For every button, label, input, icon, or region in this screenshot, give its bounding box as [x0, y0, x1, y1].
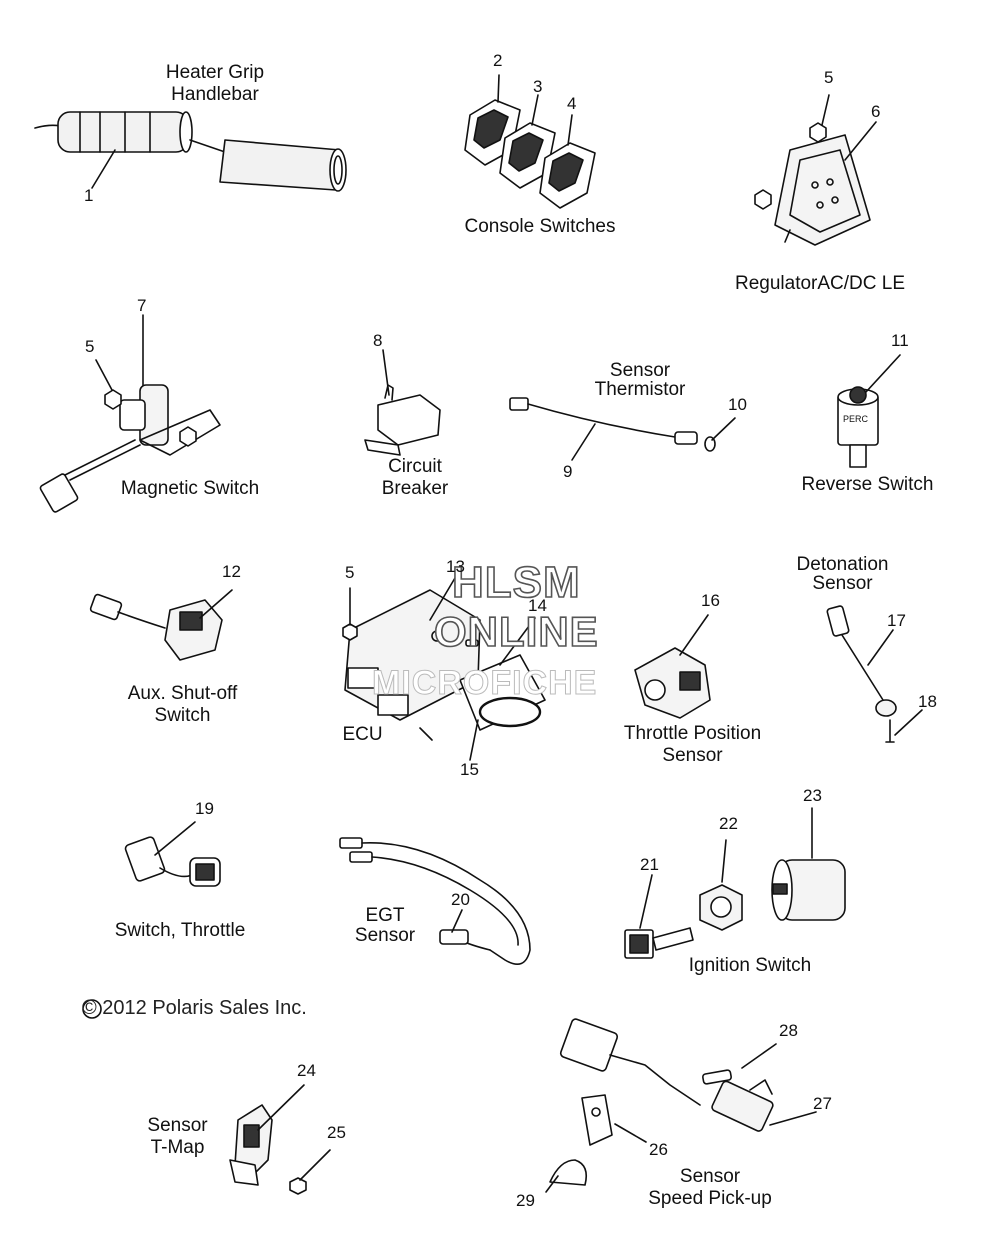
magnetic-switch-icon: [39, 384, 221, 513]
part-number-12: 12: [222, 562, 241, 581]
speed-pickup-icon: [549, 1018, 774, 1186]
part-number-25: 25: [327, 1123, 346, 1142]
watermark-line-1: HLSM: [451, 557, 581, 608]
label-throttle-position: Throttle Position Sensor: [605, 723, 780, 767]
label-switch-throttle: Switch, Throttle: [114, 920, 246, 941]
copyright-text: © 2012 Polaris Sales Inc.: [82, 997, 307, 1019]
label-sensor-thermistor-line2: Thermistor: [594, 379, 686, 400]
detonation-sensor-icon: [826, 605, 897, 743]
label-ignition-switch: Ignition Switch: [688, 955, 812, 976]
tmap-sensor-icon: [229, 1104, 307, 1195]
part-number-8: 8: [373, 331, 383, 350]
part-number-24: 24: [297, 1061, 316, 1080]
part-number-28: 28: [779, 1021, 798, 1040]
label-regulator: RegulatorAC/DC LE: [734, 273, 906, 294]
console-switch-icon: [464, 99, 596, 209]
part-number-15: 15: [460, 760, 479, 779]
label-detonation-sensor-line2: Sensor: [812, 573, 873, 594]
part-number-14: 14: [528, 596, 547, 615]
part-number-26: 26: [649, 1140, 668, 1159]
circuit-breaker-icon: [364, 384, 441, 456]
part-number-18: 18: [918, 692, 937, 711]
label-heater-grip-line1: Heater Grip: [165, 62, 265, 83]
part-number-29: 29: [516, 1191, 535, 1210]
part-number-27: 27: [813, 1094, 832, 1113]
part-number-20: 20: [451, 890, 470, 909]
label-sensor-tmap-line1: Sensor: [147, 1115, 208, 1136]
part-number-1: 1: [84, 186, 94, 205]
part-number-13: 13: [446, 557, 465, 576]
label-sensor-thermistor-line1: Sensor: [609, 360, 671, 381]
watermark-line-2: ONLINE: [433, 607, 599, 656]
label-detonation-sensor: Detonation Sensor: [775, 555, 910, 593]
part-number-22: 22: [719, 814, 738, 833]
label-circuit-breaker-line2: Breaker: [381, 478, 449, 499]
part-number-5c: 5: [345, 563, 355, 582]
label-heater-grip-line2: Handlebar: [171, 84, 259, 105]
egt-sensor-icon: [339, 837, 531, 966]
part-number-2: 2: [493, 51, 503, 70]
label-console-switches: Console Switches: [464, 216, 616, 237]
switch-throttle-icon: [124, 836, 221, 887]
label-speed-pickup-line1: Sensor: [679, 1166, 741, 1187]
thermistor-icon: [509, 397, 716, 452]
label-egt-sensor-line1: EGT: [365, 905, 405, 926]
regulator-icon: [754, 122, 871, 246]
label-sensor-tmap: Sensor T-Map: [130, 1115, 225, 1159]
label-egt-sensor-line2: Sensor: [354, 925, 416, 946]
copyright-mark: [82, 999, 102, 1019]
part-number-5a: 5: [824, 68, 834, 87]
reverse-switch-icon: [837, 386, 879, 468]
perc-tag: PERC: [843, 414, 869, 424]
label-throttle-position-line2: Sensor: [662, 745, 723, 766]
part-number-4: 4: [567, 94, 577, 113]
part-number-21: 21: [640, 855, 659, 874]
label-magnetic-switch: Magnetic Switch: [120, 478, 260, 499]
heater-grip-icon: [34, 111, 347, 192]
label-egt-sensor: EGT Sensor: [345, 906, 425, 946]
label-aux-shutoff-line1: Aux. Shut-off: [127, 683, 238, 704]
ignition-switch-icon: [624, 859, 846, 959]
label-speed-pickup-line2: Speed Pick-up: [648, 1188, 772, 1209]
label-circuit-breaker: Circuit Breaker: [355, 456, 475, 500]
label-circuit-breaker-line1: Circuit: [388, 456, 442, 477]
label-sensor-thermistor: Sensor Thermistor: [570, 361, 710, 399]
part-number-10: 10: [728, 395, 747, 414]
label-throttle-position-line1: Throttle Position: [623, 723, 762, 744]
watermark-line-3: MICROFICHE: [371, 664, 598, 703]
part-number-16: 16: [701, 591, 720, 610]
label-speed-pickup: Sensor Speed Pick-up: [630, 1166, 790, 1210]
part-number-17: 17: [887, 611, 906, 630]
label-aux-shutoff: Aux. Shut-off Switch: [105, 683, 260, 727]
part-number-5b: 5: [85, 337, 95, 356]
part-number-7: 7: [137, 296, 147, 315]
part-number-3: 3: [533, 77, 543, 96]
label-ecu: ECU: [342, 724, 383, 745]
label-aux-shutoff-line2: Switch: [154, 705, 211, 726]
part-number-9: 9: [563, 462, 573, 481]
part-number-23: 23: [803, 786, 822, 805]
label-detonation-sensor-line1: Detonation: [796, 554, 889, 575]
ecu-icon: [342, 589, 546, 741]
aux-shutoff-icon: [89, 593, 223, 661]
part-number-6: 6: [871, 102, 881, 121]
label-heater-grip: Heater Grip Handlebar: [130, 62, 300, 106]
throttle-position-sensor-icon: [634, 647, 711, 719]
label-reverse-switch: Reverse Switch: [801, 474, 934, 495]
part-number-11: 11: [891, 331, 909, 350]
part-number-19: 19: [195, 799, 214, 818]
label-sensor-tmap-line2: T-Map: [150, 1137, 205, 1158]
